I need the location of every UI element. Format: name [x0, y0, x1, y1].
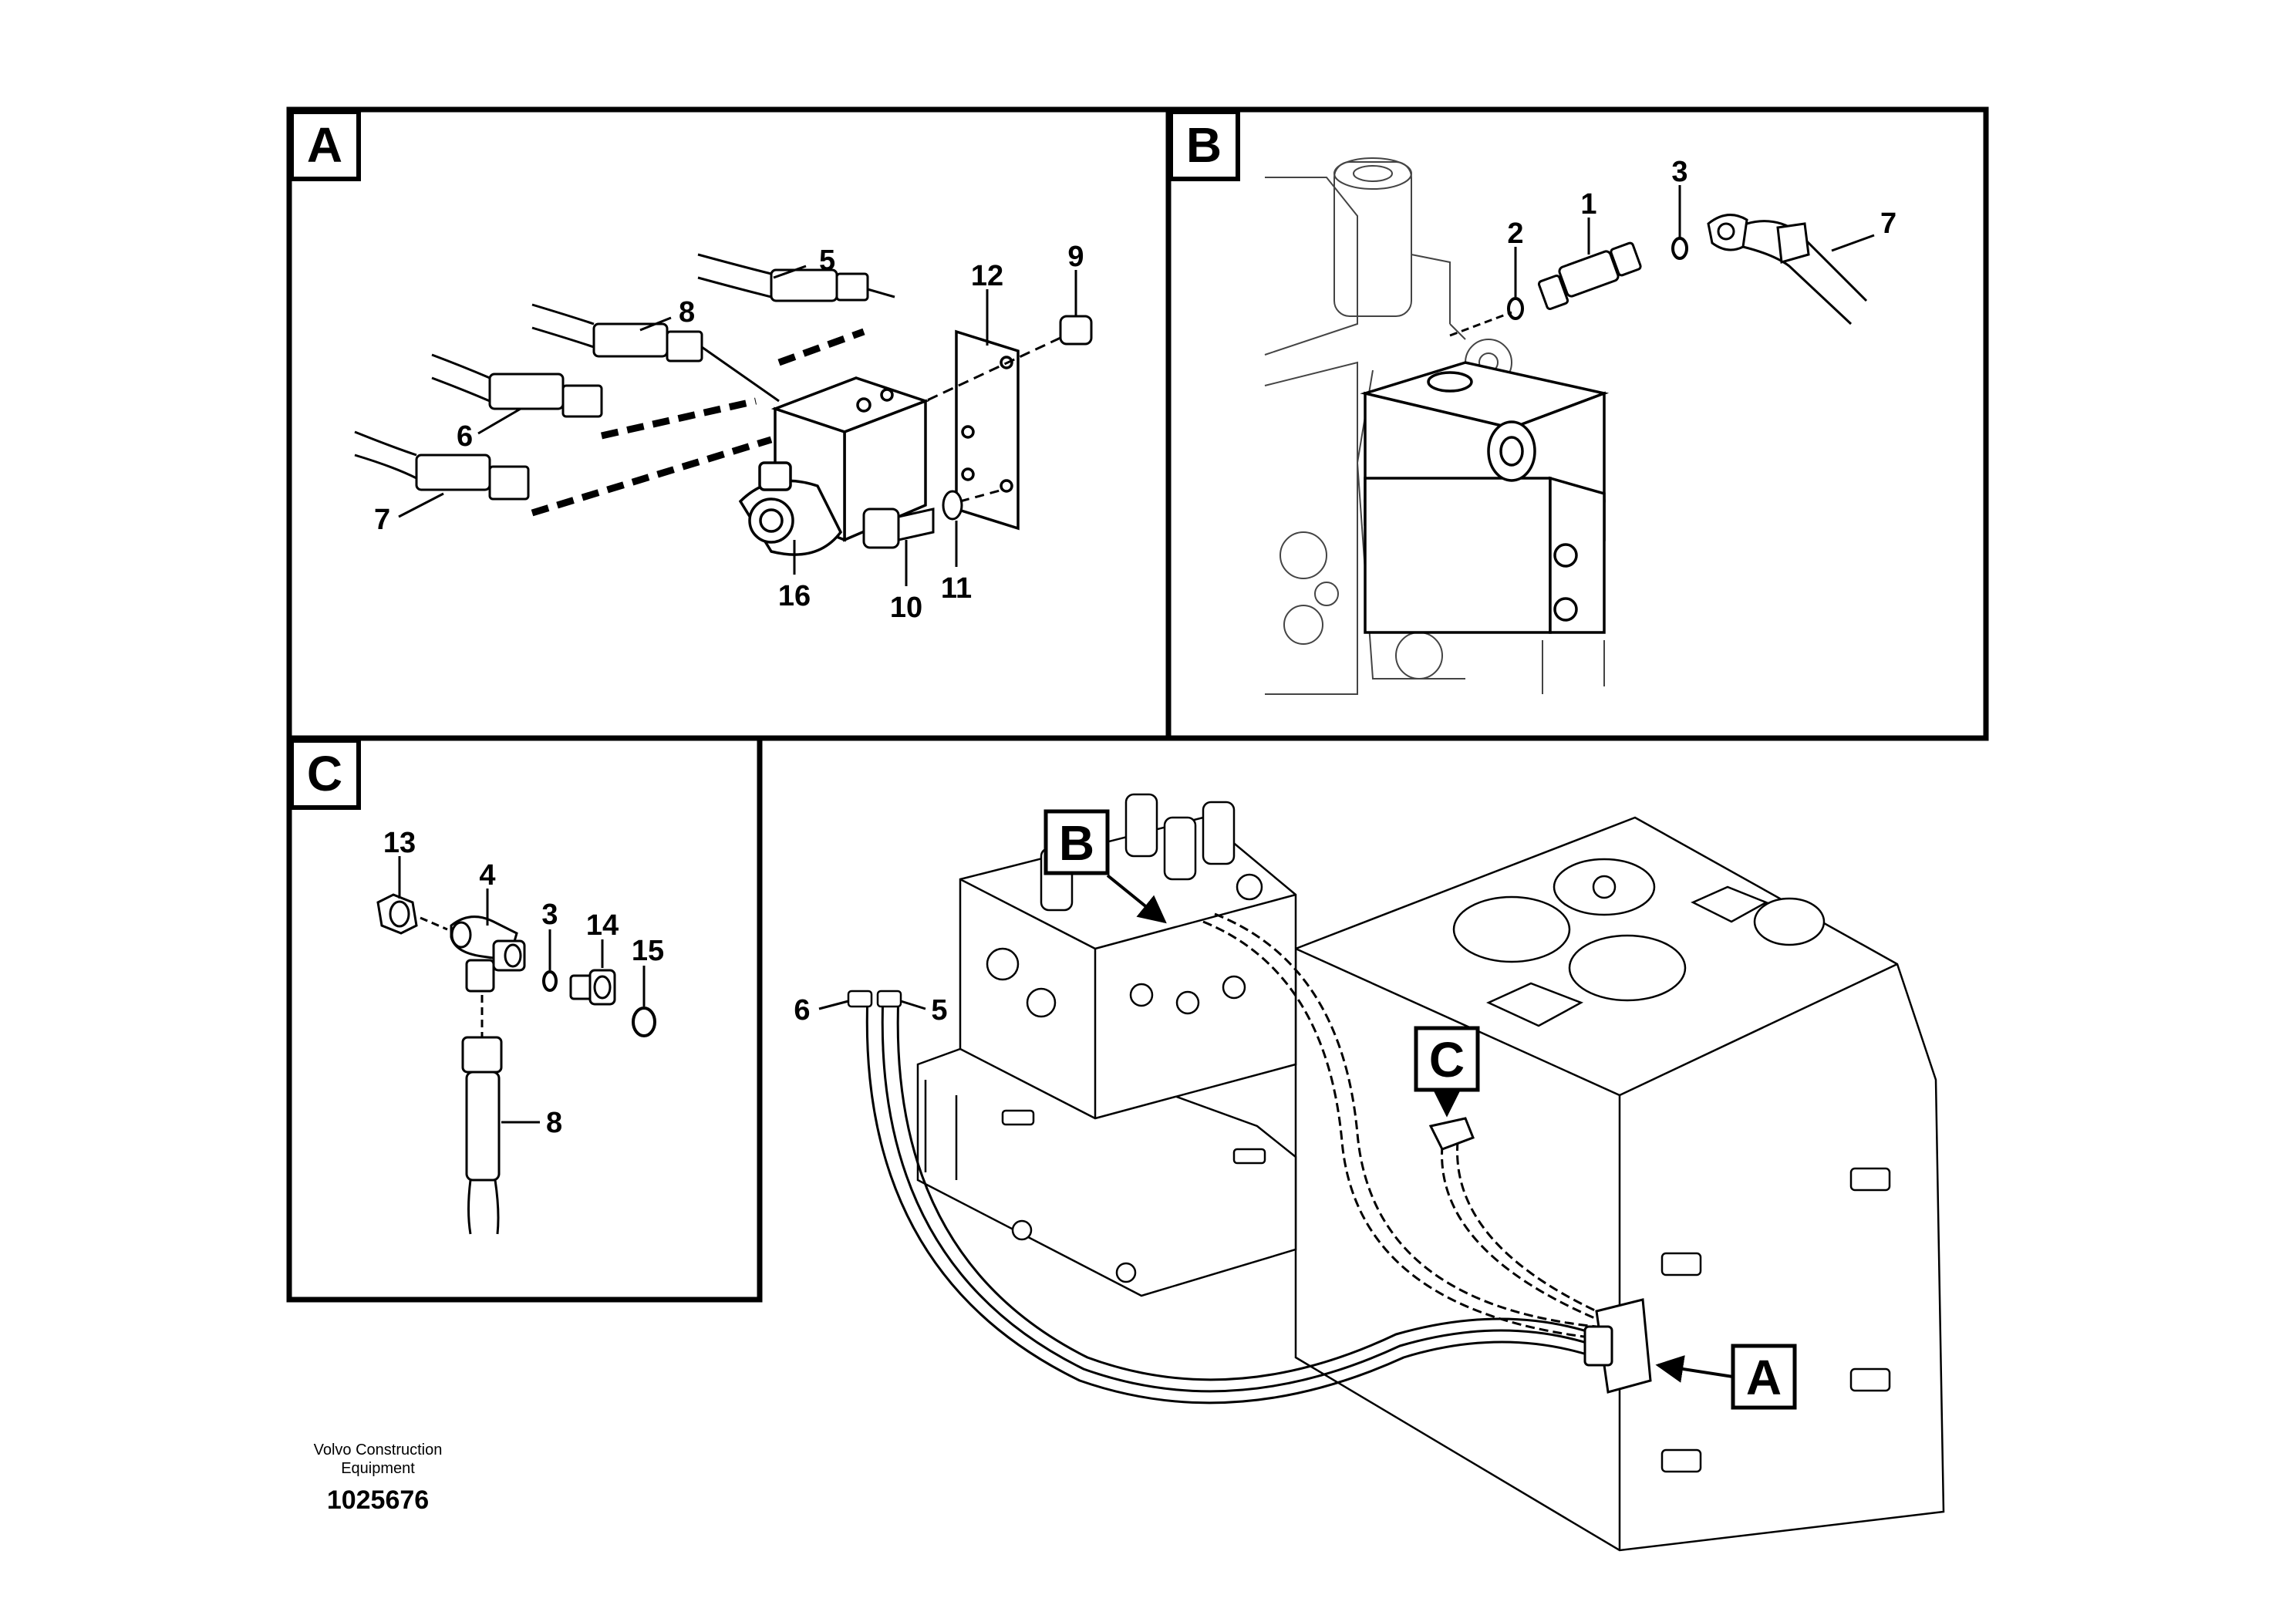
- detail-panel-c: C: [286, 735, 763, 1303]
- callout-b-7: 7: [1880, 207, 1896, 240]
- callout-a-16: 16: [778, 580, 811, 612]
- hose-8-c: [461, 1036, 503, 1235]
- panel-c-letter: C: [307, 746, 342, 801]
- panel-a-letter: A: [307, 117, 342, 173]
- valve-stand: [916, 1032, 1297, 1297]
- callout-a-10: 10: [890, 592, 922, 624]
- overview-marker-b: B: [1059, 815, 1094, 871]
- overview-marker-c: C: [1429, 1032, 1465, 1088]
- callout-a-5: 5: [819, 244, 835, 277]
- callout-c-8: 8: [546, 1107, 562, 1139]
- plate-12: [955, 329, 1020, 531]
- hose-5: [697, 253, 895, 302]
- hose-routing: [865, 994, 1597, 1404]
- callout-b-1: 1: [1580, 188, 1596, 221]
- hose-5-end: [876, 990, 902, 1008]
- callout-a-7: 7: [374, 504, 390, 536]
- callout-a-11: 11: [941, 572, 972, 605]
- detail-panel-a: A: [286, 106, 1172, 741]
- callout-c-15: 15: [632, 935, 664, 967]
- callout-leaders-c: [398, 856, 646, 1124]
- callout-a-6: 6: [457, 420, 473, 453]
- brand-line-1: Volvo Construction: [313, 1442, 443, 1458]
- hose-6-end: [847, 990, 873, 1008]
- tee-fitting-location: [1428, 1117, 1475, 1151]
- tee-fitting-4: [450, 916, 526, 1037]
- callout-b-2: 2: [1507, 218, 1523, 250]
- connection-lines: [531, 328, 865, 517]
- callout-leaders-a: [398, 265, 1077, 586]
- callout-c-14: 14: [586, 909, 619, 942]
- panel-b-letter: B: [1186, 117, 1222, 173]
- hose-7: [354, 430, 530, 501]
- callout-c-13: 13: [383, 827, 416, 859]
- orings-b: [1507, 237, 1688, 320]
- callout-a-9: 9: [1067, 241, 1084, 273]
- callout-a-8: 8: [679, 296, 695, 329]
- drawing-number: 1025676: [326, 1485, 430, 1515]
- adapter-1: [1449, 241, 1642, 337]
- callout-c-3: 3: [541, 899, 558, 931]
- valve-block-b: [1360, 361, 1610, 634]
- hydraulic-tank: [1294, 816, 1945, 1552]
- hose-8: [531, 303, 780, 403]
- callout-c-4: 4: [479, 859, 495, 892]
- washer-11: [942, 488, 1003, 521]
- overview-assembly: B C A 6 5: [794, 793, 1945, 1552]
- hose-7-b: [1707, 214, 1868, 325]
- nut-13: [376, 893, 448, 935]
- oring-3-c: [542, 970, 558, 992]
- overview-marker-a: A: [1746, 1350, 1782, 1405]
- hose-routing-hidden: [1202, 912, 1597, 1340]
- callout-a-12: 12: [971, 260, 1003, 292]
- oring-15: [632, 1007, 656, 1037]
- solenoid-16: [738, 461, 843, 556]
- hose-6: [431, 353, 603, 418]
- adapter-14: [569, 969, 616, 1006]
- overview-callout-5: 5: [931, 994, 947, 1027]
- callout-b-3: 3: [1671, 156, 1687, 188]
- valve-bracket-location: [1583, 1298, 1652, 1394]
- brand-text: Volvo Construction Equipment: [262, 1441, 494, 1478]
- bolt-10: [862, 508, 935, 549]
- callout-leaders-b: [1514, 185, 1875, 297]
- detail-panel-b: B: [1165, 106, 1989, 741]
- overview-callout-6: 6: [794, 994, 810, 1027]
- control-valve: [959, 793, 1297, 1120]
- brand-line-2: Equipment: [341, 1460, 415, 1477]
